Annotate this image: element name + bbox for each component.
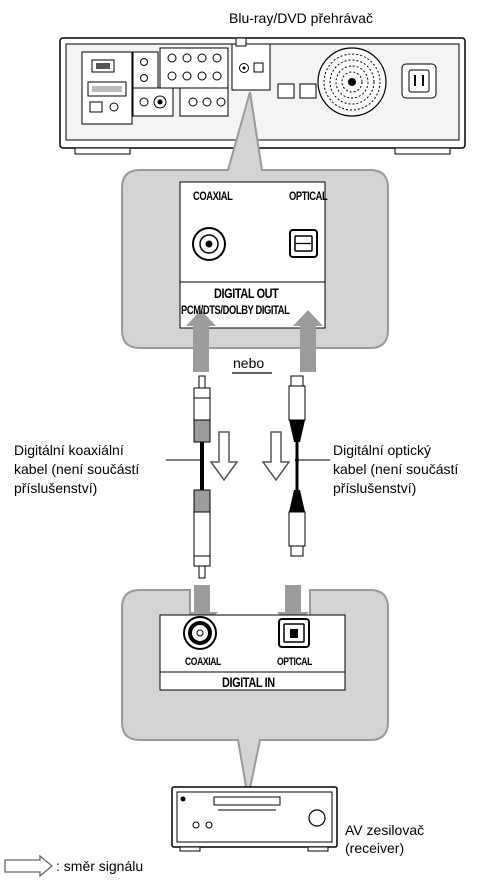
left-cable-line2: kabel (není součástí [14,461,140,477]
digital-out-formats: PCM/DTS/DOLBY DIGITAL [181,303,290,317]
amplifier-label: AV zesilovač (receiver) [345,821,424,857]
av-amplifier [171,786,338,852]
digital-out-coaxial-label: COAXIAL [193,189,233,203]
arrow-up-left [186,310,216,372]
digital-out-callout [121,91,389,349]
optical-cable [288,375,306,557]
legend-text: : směr signálu [56,858,144,874]
amplifier-line2: (receiver) [345,840,405,856]
legend-arrow-icon [4,854,54,878]
left-cable-label: Digitální koaxiální kabel (není součástí… [14,441,139,498]
digital-in-title: DIGITAL IN [222,674,275,690]
digital-out-optical-label: OPTICAL [289,189,328,203]
digital-in-optical-label: OPTICAL [277,656,312,668]
left-cable-line3: příslušenství) [14,480,98,496]
amplifier-line1: AV zesilovač [345,822,425,838]
digital-in-coaxial-label: COAXIAL [185,656,221,668]
signal-arrow-right [261,431,291,482]
right-cable-label: Digitální optický kabel (není součástí p… [333,441,458,498]
bluray-player [59,37,466,155]
right-cable-line2: kabel (není součástí [333,461,459,477]
right-cable-line1: Digitální optický [333,442,432,458]
right-cable-line3: příslušenství) [333,480,417,496]
digital-out-title: DIGITAL OUT [214,285,279,301]
or-label: nebo [233,355,265,371]
coaxial-cable [193,375,211,579]
signal-arrow-left [209,431,239,482]
player-label: Blu-ray/DVD přehrávač [229,10,373,26]
digital-in-callout [121,589,389,799]
arrow-up-right [293,310,323,372]
left-cable-line1: Digitální koaxiální [14,442,124,458]
